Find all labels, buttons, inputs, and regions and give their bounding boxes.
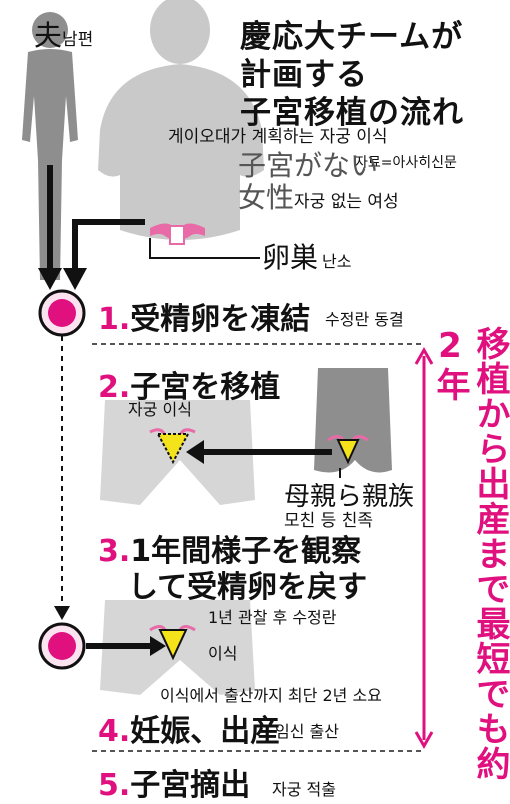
step-1-ko: 수정란 동결 [325, 310, 404, 329]
diagram-graphics [22, 0, 434, 752]
title-line-3: 子宮移植の流れ [240, 95, 464, 131]
step-3-number: 3. [98, 534, 131, 569]
step-3-jp-line1: 1年間様子を観察 [130, 534, 362, 569]
husband-silhouette [22, 12, 78, 280]
duration-arrow-down [414, 731, 434, 750]
ovary-jp: 卵巣 [262, 241, 319, 274]
woman-arrowhead [63, 268, 87, 290]
ovary-ko: 난소 [322, 252, 352, 271]
step-3-jp-line2: して受精卵を戻す [128, 570, 368, 605]
step-1-jp: 受精卵を凍結 [130, 302, 311, 337]
woman-jp-line2: 女性 [238, 181, 295, 214]
donor-jp: 母親ら親族 [284, 482, 415, 512]
embryo-dot-1 [48, 299, 76, 327]
woman-uterus [150, 223, 205, 245]
source-credit: 자료=아사히신문 [355, 155, 457, 171]
woman-label-line2: 女性자궁 없는 여성 [238, 176, 399, 216]
recipient-empty-uterus [149, 428, 196, 465]
husband-jp: 夫 [34, 19, 63, 52]
woman-arrow-line [72, 219, 145, 272]
step-4-number: 4. [98, 714, 131, 749]
woman-ko: 자궁 없는 여성 [294, 192, 399, 212]
step-1-number: 1. [98, 302, 131, 337]
step-4-title: 4.妊娠、出産 [98, 706, 280, 750]
duration-ko: 이식에서 출산까지 최단 2년 소요 [160, 686, 382, 705]
husband-ko: 남편 [62, 30, 94, 50]
step-3-title: 3.1年間様子を観察 [98, 526, 361, 570]
duration-arrow-up [414, 346, 434, 365]
title-line-2: 計画する [240, 57, 368, 93]
step-3-ko-line1: 1년 관찰 후 수정란 [208, 608, 337, 627]
transplant-arrowhead [186, 440, 204, 464]
woman-silhouette [98, 0, 264, 240]
step-2-ko: 자궁 이식 [128, 400, 192, 419]
husband-label: 夫남편 [34, 14, 93, 54]
donor-silhouette [314, 368, 392, 473]
duration-jp: 移植から出産まで最短でも約2年 [430, 326, 510, 781]
step-2-number: 2. [98, 370, 131, 405]
embryo-dot-3 [48, 632, 76, 660]
ovary-pointer [149, 238, 260, 259]
step-2-jp: 子宮を移植 [130, 370, 281, 405]
step-4-jp: 妊娠、出産 [130, 714, 281, 749]
donor-uterus [327, 435, 369, 465]
woman-jp-line1: 子宮がない [238, 149, 379, 182]
step-5-number: 5. [98, 768, 131, 803]
step-1-title: 1.受精卵を凍結 [98, 294, 310, 338]
step-3-ko-line2: 이식 [208, 644, 238, 663]
implanted-uterus [149, 625, 196, 661]
timeline-arrowhead [54, 606, 70, 620]
step-5-jp: 子宮摘出 [130, 768, 251, 803]
husband-arrowhead [38, 268, 62, 290]
donor-ko: 모친 등 친족 [284, 511, 374, 531]
step-2-title: 2.子宮を移植 [98, 362, 280, 406]
title-korean: 게이오대가 계획하는 자궁 이식 [168, 127, 388, 147]
embryo-transfer-arrowhead [150, 636, 166, 656]
step-5-title: 5.子宮摘出 [98, 760, 250, 804]
step-4-ko: 임신 출산 [275, 722, 339, 741]
title-line-1: 慶応大チームが [240, 19, 464, 55]
step-5-ko: 자궁 적출 [272, 780, 336, 799]
